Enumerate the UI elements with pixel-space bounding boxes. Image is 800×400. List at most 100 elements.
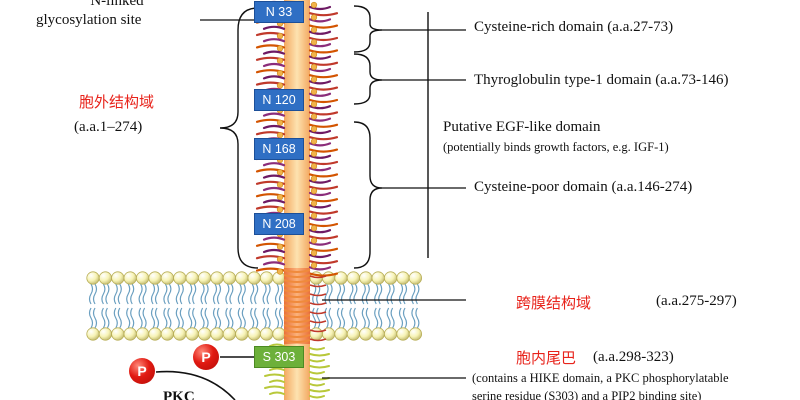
extracellular-loop (308, 247, 339, 252)
lipid-tail (88, 307, 94, 329)
lipid-head (371, 327, 385, 341)
lipid-tail (175, 283, 180, 305)
lipid-tail (154, 307, 160, 329)
lipid-head (272, 327, 286, 341)
lipid-tail (237, 307, 242, 329)
extracellular-loop (308, 179, 332, 184)
extracellular-loop (308, 241, 332, 246)
extracellular-loop (262, 124, 286, 130)
lipid-tail (411, 283, 416, 305)
lipid-tail (212, 307, 218, 329)
cysteine-bead (310, 212, 318, 219)
extracellular-loop (308, 191, 332, 197)
lipid-tail (250, 283, 255, 305)
lipid-tail (353, 307, 358, 329)
lipid-tail (398, 307, 404, 329)
lipid-head (408, 271, 422, 285)
extracellular-loop (308, 142, 332, 147)
extracellular-loop (262, 261, 286, 266)
lipid-tail (204, 283, 209, 305)
lipid-tail (126, 307, 131, 329)
thyroglobulin-brace (353, 53, 383, 105)
glyco-label-line1: N-linked (90, 0, 144, 9)
lipid-tail (167, 283, 172, 305)
extracellular-loop (308, 55, 332, 60)
lipid-tail (212, 283, 218, 305)
lipid-tail (175, 307, 180, 329)
lipid-tail (262, 283, 267, 305)
cysteine-bead (310, 113, 318, 120)
egf-note: (potentially binds growth factors, e.g. … (443, 140, 669, 154)
extracellular-loop (308, 123, 339, 128)
lipid-tail (92, 307, 98, 329)
lipid-tail (398, 283, 404, 305)
lipid-tail (312, 307, 317, 329)
cysteine-bead (276, 268, 284, 275)
lipid-head (346, 271, 360, 285)
cysteine-bead (276, 45, 284, 52)
extracellular-loop (308, 136, 339, 141)
cysteine-bead (310, 225, 318, 232)
lipid-tail (328, 307, 333, 329)
lipid-head (259, 271, 274, 285)
lipid-head (136, 271, 150, 285)
lipid-tail (390, 307, 395, 329)
extracellular-loop (308, 129, 332, 135)
lipid-tail (138, 307, 143, 329)
lipid-tail (336, 283, 342, 305)
lipid-tail (105, 283, 110, 305)
extracellular-loop (308, 43, 332, 48)
helix-turn (283, 329, 311, 333)
lipid-tail (117, 307, 122, 329)
lipid-tail (328, 283, 333, 305)
lipid-head (111, 327, 125, 341)
lipid-tail (386, 283, 391, 305)
lipid-tail (266, 283, 271, 305)
cysteine-bead (310, 1, 318, 9)
lipid-tail (167, 307, 172, 329)
lipid-head (359, 327, 373, 341)
lipid-tail (113, 307, 118, 329)
extracellular-loop (308, 12, 339, 17)
cysteine-bead (310, 39, 318, 46)
extracellular-loop (308, 24, 339, 29)
cysteine-bead (310, 262, 318, 269)
cysteine-bead (276, 243, 284, 250)
lipid-tail (262, 307, 267, 329)
cysteine-bead (310, 88, 318, 95)
lipid-tail (88, 283, 94, 305)
helix-turn (283, 334, 311, 338)
lipid-tail (390, 283, 395, 305)
intracellular-loop (309, 365, 330, 369)
helix-turn (283, 294, 311, 298)
lipid-tail (200, 307, 205, 329)
helix-turn (283, 314, 311, 318)
serine-site-s303: S 303 (254, 346, 304, 368)
intracellular-loop (264, 373, 285, 377)
helix-turn (283, 299, 311, 303)
lipid-tail (92, 283, 98, 305)
lipid-tail (402, 307, 408, 329)
lipid-tail (386, 307, 391, 329)
glycosylation-site-n168: N 168 (254, 138, 304, 160)
lipid-tail (192, 283, 197, 305)
lipid-head (371, 271, 385, 285)
extracellular-loop (308, 30, 332, 35)
extracellular-loop (308, 222, 339, 228)
cysteine-bead (310, 200, 318, 207)
cysteine-bead (276, 206, 284, 213)
cysteine-bead (310, 63, 318, 71)
lipid-tail (349, 307, 354, 329)
lipid-head (160, 271, 174, 285)
cys-poor-label: Cysteine-poor domain (a.a.146-274) (474, 179, 693, 195)
extracellular-loop (262, 25, 286, 30)
lipid-tail (179, 283, 184, 305)
lipid-tail (411, 307, 416, 329)
cysteine-bead (276, 82, 284, 89)
cysteine-bead (310, 101, 318, 108)
extracellular-loop (308, 160, 339, 166)
helix-turn (283, 309, 311, 313)
extracellular-loop (308, 36, 339, 42)
cysteine-bead (276, 256, 284, 263)
